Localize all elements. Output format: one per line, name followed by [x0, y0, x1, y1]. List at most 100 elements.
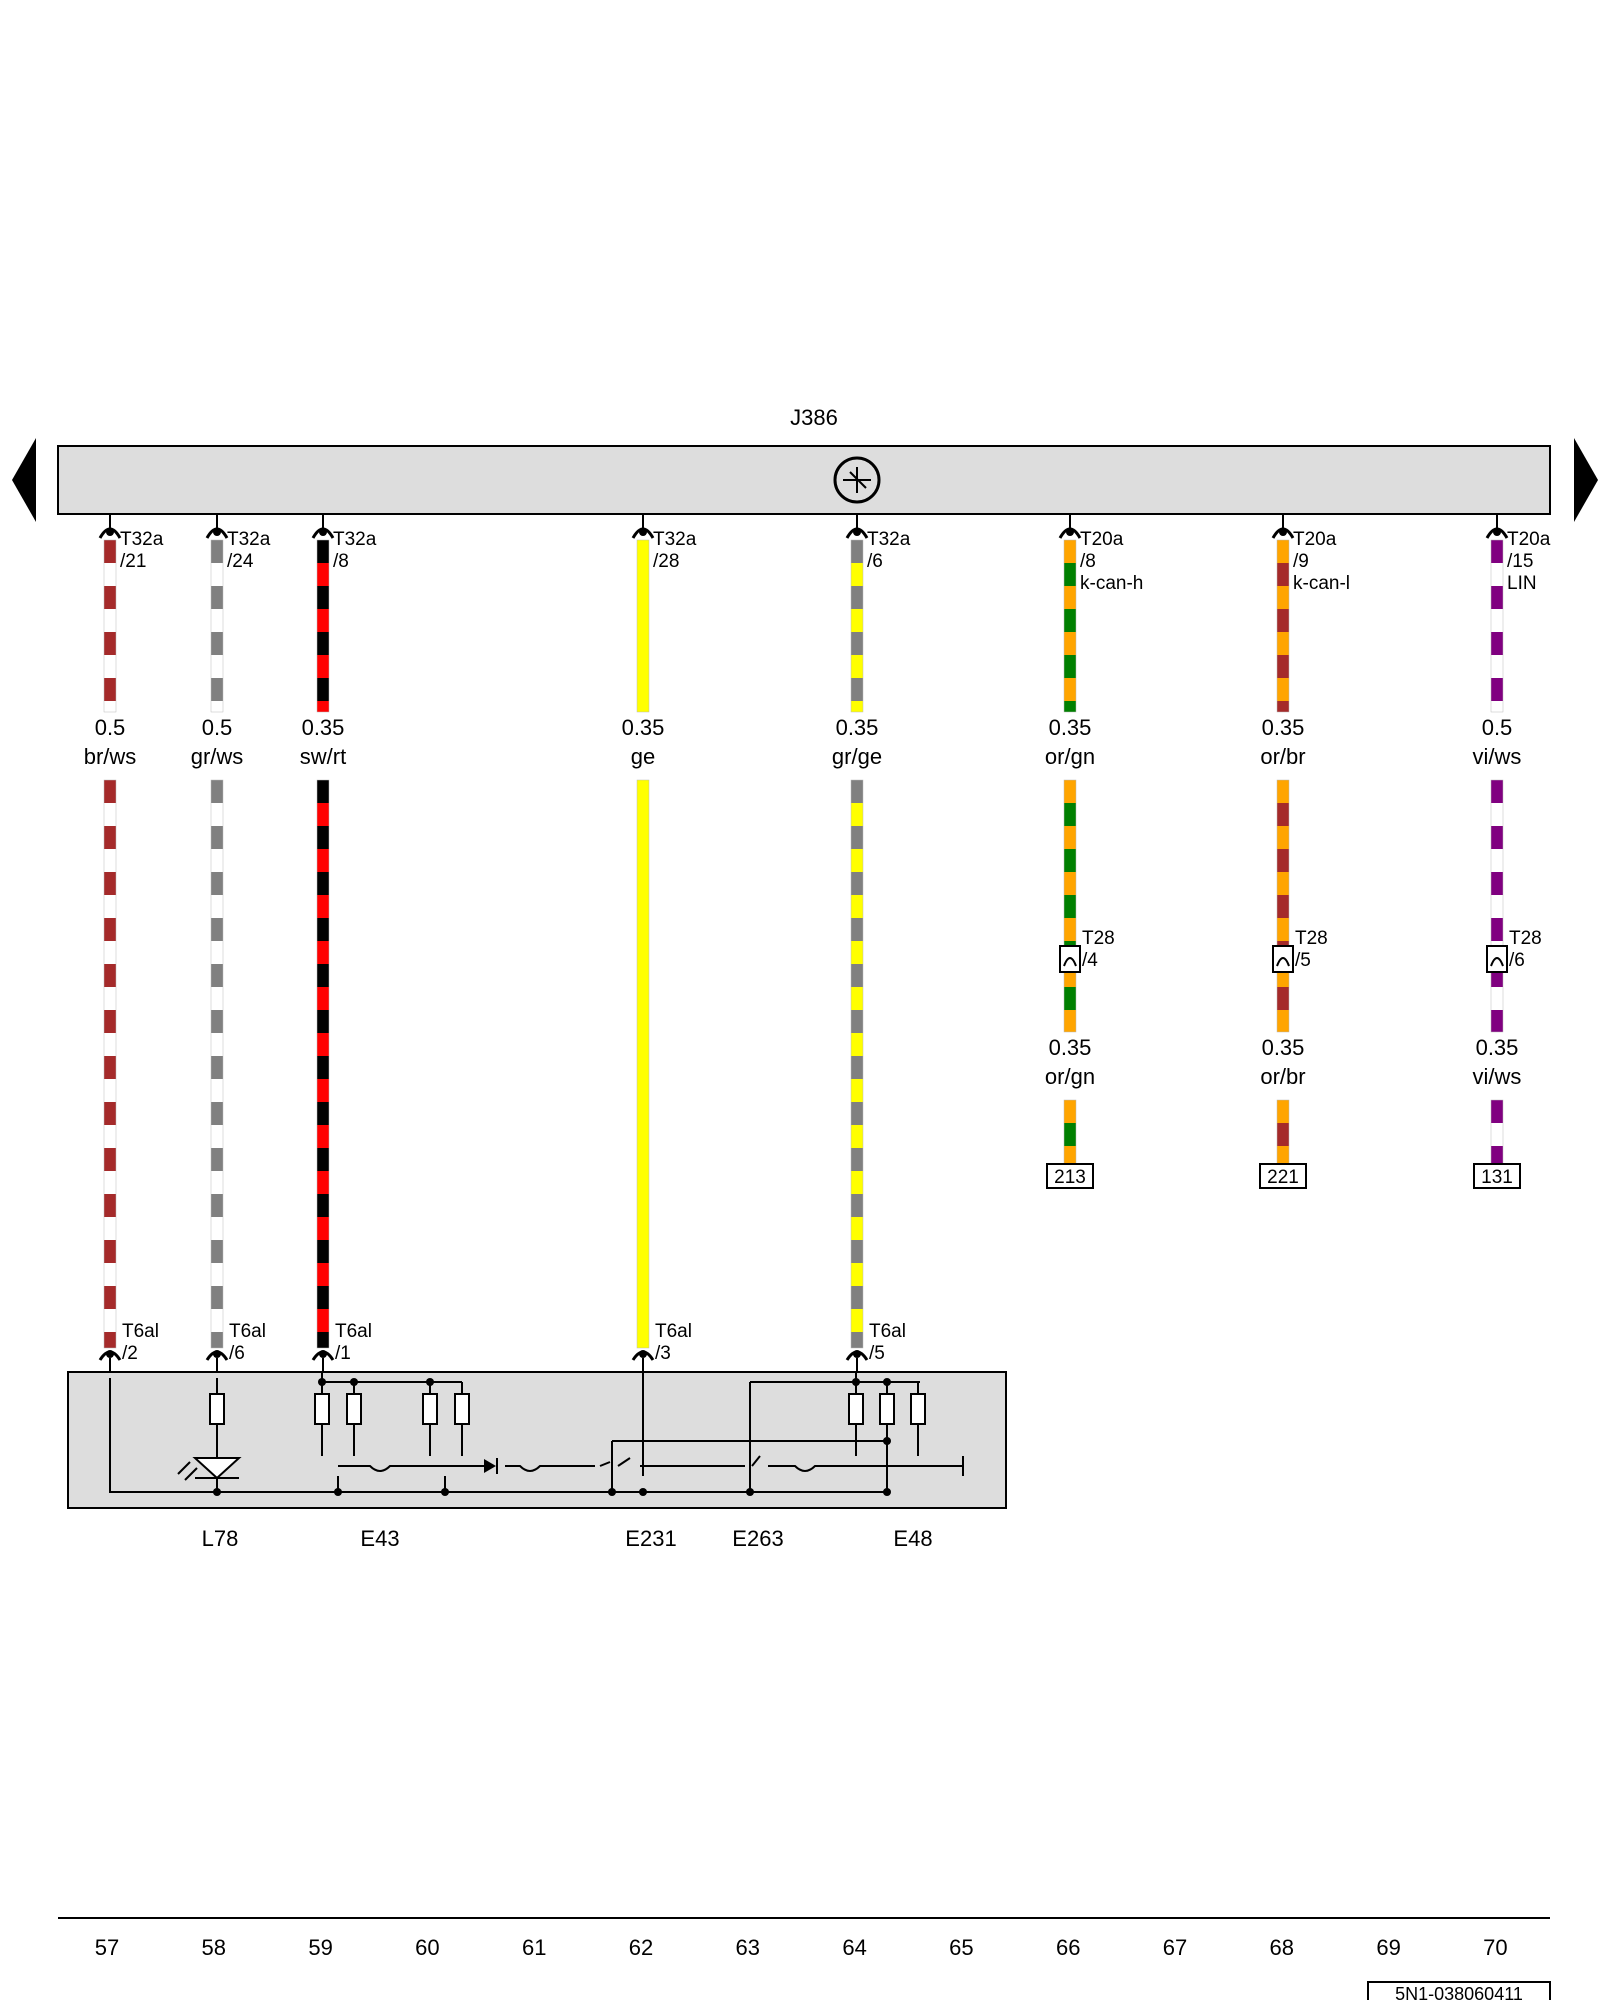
wire-segment-lower [104, 918, 116, 941]
wire-segment-lower [637, 1309, 649, 1332]
module-j386-box[interactable] [57, 445, 1551, 515]
inline-connector-arc [1490, 957, 1504, 967]
wire-segment-lower [1064, 1100, 1076, 1123]
wire-segment-middle [1277, 849, 1289, 872]
wire-segment-upper [1277, 540, 1289, 563]
wire-segment-lower [211, 895, 223, 918]
wire-segment-upper [1491, 563, 1503, 586]
wire-segment-lower [637, 1125, 649, 1148]
wire-segment-upper [637, 609, 649, 632]
wire-gauge: 0.35 [1049, 715, 1092, 740]
top-pin-connector-icon-dot [1493, 528, 1501, 536]
wire-segment-upper [104, 701, 116, 712]
wire-segment-lower [211, 1217, 223, 1240]
top-pin-label: T32a [867, 529, 911, 550]
wire-segment-lower [851, 941, 863, 964]
prev-page-arrow-icon[interactable] [12, 438, 36, 522]
module-label: J386 [790, 405, 838, 430]
wire-segment-upper [1491, 609, 1503, 632]
next-page-arrow-icon[interactable] [1574, 438, 1598, 522]
wire-segment-lower [851, 1240, 863, 1263]
wire-segment-upper [317, 701, 329, 712]
wire-segment-middle [1491, 987, 1503, 1010]
bottom-pin-connector-icon-dot [319, 1350, 327, 1358]
bottom-pin-connector-icon-dot [106, 1350, 114, 1358]
wire-segment-upper [637, 632, 649, 655]
grid-number: 58 [202, 1935, 226, 1960]
wire-segment-upper [1277, 563, 1289, 586]
wire-segment-lower [317, 1217, 329, 1240]
reference-box[interactable] [1046, 1163, 1094, 1189]
led-l78-icon [177, 1457, 242, 1481]
wire-segment-lower [211, 1102, 223, 1125]
wire-segment-upper [211, 563, 223, 586]
wire-segment-middle [1491, 1010, 1503, 1032]
wire-segment-lower [851, 780, 863, 803]
reference-box[interactable] [1473, 1163, 1521, 1189]
wire-segment-lower [211, 941, 223, 964]
wire-segment-lower [317, 964, 329, 987]
wire-segment-upper-outline [636, 539, 650, 713]
wire-segment-upper [637, 678, 649, 701]
wire-segment-lower [851, 1148, 863, 1171]
wire-segment-lower [104, 780, 116, 803]
wire-segment-upper [104, 609, 116, 632]
wire-segment-lower [104, 1010, 116, 1033]
wire-segment-upper [1491, 586, 1503, 609]
wire-segment-upper [211, 632, 223, 655]
wire-segment-upper [211, 678, 223, 701]
grid-number: 62 [629, 1935, 653, 1960]
junction-dots [213, 1378, 891, 1496]
wire-segment-upper [317, 655, 329, 678]
top-pin-label: T32a [227, 529, 271, 550]
reference-number: 131 [1481, 1167, 1513, 1188]
wire-segment-middle [1277, 895, 1289, 918]
grid-number: 59 [308, 1935, 332, 1960]
wire-segment-upper [211, 655, 223, 678]
wire-segment-middle [1064, 895, 1076, 918]
wire-segment-lower [211, 1332, 223, 1348]
wire-segment-upper-outline [850, 539, 864, 713]
top-pin-connector-icon-dot [639, 528, 647, 536]
wire-segment-lower [1277, 1146, 1289, 1164]
wire-segment-upper [317, 563, 329, 586]
wire-segment-lower [211, 872, 223, 895]
top-pin-connector-icon-dot [853, 528, 861, 536]
wire-segment-upper [851, 632, 863, 655]
wire-segment-lower [211, 1056, 223, 1079]
reference-box[interactable] [1259, 1163, 1307, 1189]
wire-segment-lower [104, 1148, 116, 1171]
wire-segment-upper [104, 632, 116, 655]
top-pin-label: T20a [1293, 529, 1337, 550]
top-pin-connector-icon-dot [106, 528, 114, 536]
wire-color-code: vi/ws [1473, 744, 1522, 769]
wire-segment-lower [104, 941, 116, 964]
inline-pin-label: /4 [1082, 950, 1098, 971]
wire-gauge: 0.5 [202, 715, 233, 740]
switch-module-circuit [109, 1372, 964, 1493]
wire-segment-lower [104, 1125, 116, 1148]
wire-segment-upper [317, 609, 329, 632]
inline-pin-label: /6 [1509, 950, 1525, 971]
wire-segment-lower [211, 918, 223, 941]
grid-number: 60 [415, 1935, 439, 1960]
top-pin-label: k-can-l [1293, 573, 1350, 594]
wire-segment-upper-outline [316, 539, 330, 713]
wire-segment-lower [851, 1171, 863, 1194]
wire-segment-lower [317, 872, 329, 895]
wire-color-code: or/gn [1045, 744, 1095, 769]
wire-segment-lower [1491, 1123, 1503, 1146]
wire-segment-middle [1277, 1010, 1289, 1032]
wire-segment-lower [851, 1033, 863, 1056]
bottom-pin-label: T6al [655, 1321, 692, 1342]
wire-segment-upper [1277, 655, 1289, 678]
wire-segment-lower [211, 1194, 223, 1217]
